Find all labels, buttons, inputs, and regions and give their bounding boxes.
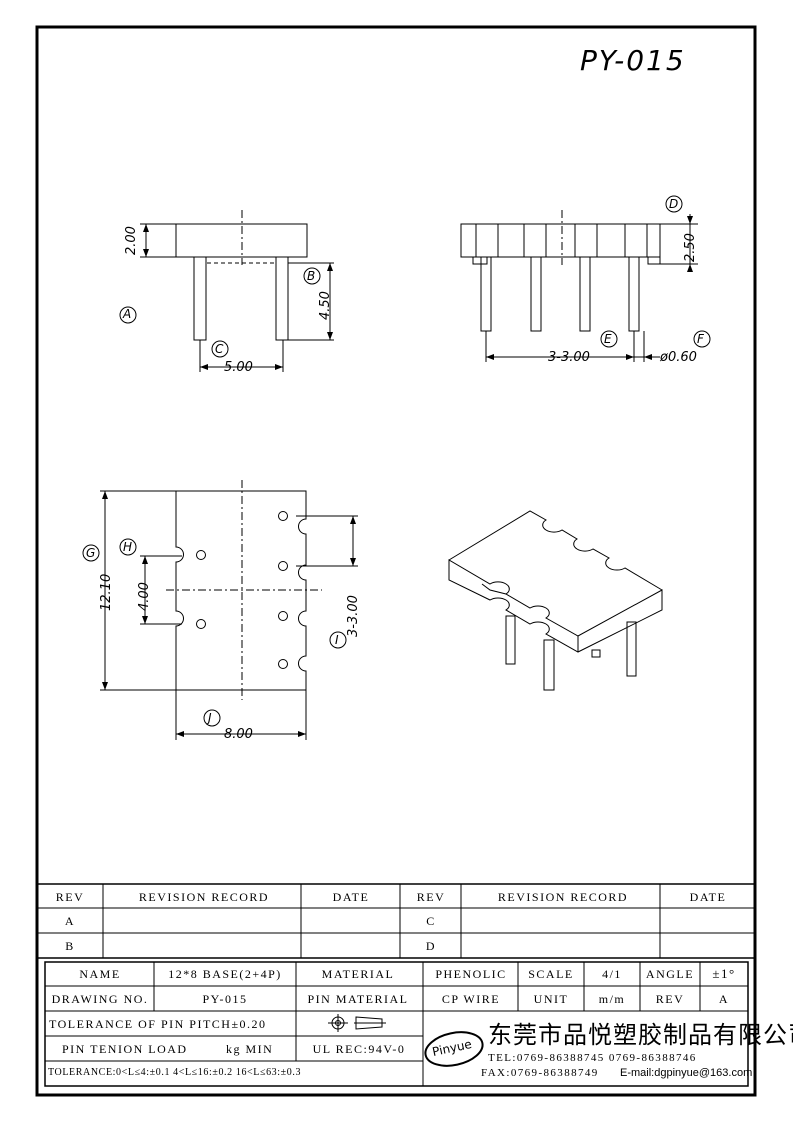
callout-j: J: [208, 711, 212, 725]
rev-label: REV: [655, 992, 685, 1006]
dim-f-value: ø0.60: [660, 350, 697, 365]
front-view-left: [119, 210, 334, 372]
dim-g-value: 12.10: [99, 573, 114, 611]
scale-label: SCALE: [528, 967, 574, 981]
unit-value: m/m: [598, 992, 626, 1006]
dim-d-value: 2.50: [683, 233, 698, 262]
dim-j-value: 8.00: [224, 727, 253, 742]
isometric-view: [448, 510, 663, 691]
revision-record-header-left: REVISION RECORD: [138, 890, 270, 904]
dim-e-value: 3-3.00: [548, 350, 590, 365]
dim-h-value: 4.00: [137, 582, 152, 611]
revision-record-header-right: REVISION RECORD: [497, 890, 629, 904]
callout-b: B: [307, 269, 316, 283]
page-border: [35, 25, 757, 1097]
rev-value: A: [718, 992, 730, 1006]
company-fax: FAX:0769-86388749: [481, 1067, 599, 1079]
material-label: MATERIAL: [321, 967, 395, 981]
callout-e: E: [604, 332, 612, 346]
callout-f: F: [697, 332, 704, 346]
ul-rec: UL REC:94V-0: [312, 1042, 406, 1056]
date-header-left: DATE: [332, 890, 370, 904]
tolerance-pin-pitch: TOLERANCE OF PIN PITCH±0.20: [49, 1017, 267, 1031]
rev-row-b: B: [65, 939, 75, 953]
rev-row-c: C: [426, 914, 436, 928]
angle-label: ANGLE: [645, 967, 695, 981]
unit-label: UNIT: [533, 992, 569, 1006]
dim-b-value: 4.50: [318, 291, 333, 320]
drawing-title: PY-015: [580, 44, 686, 77]
rev-header-left: REV: [55, 890, 85, 904]
company-tel: TEL:0769-86388745 0769-86388746: [488, 1052, 697, 1064]
pin-material-label: PIN MATERIAL: [307, 992, 409, 1006]
title-block-grid: [44, 961, 749, 1087]
callout-a: A: [123, 307, 132, 321]
angle-value: ±1°: [712, 966, 736, 981]
name-value: 12*8 BASE(2+4P): [168, 967, 282, 981]
callout-g: G: [86, 546, 96, 560]
dim-a-value: 2.00: [124, 226, 139, 255]
dim-c-value: 5.00: [224, 360, 253, 375]
pin-tension-load-unit: kg MIN: [226, 1042, 274, 1056]
side-view-right: [460, 195, 711, 362]
callout-c: C: [215, 342, 224, 356]
rev-row-a: A: [64, 914, 76, 928]
revision-table-grid: [37, 883, 755, 959]
callout-d: D: [669, 197, 679, 211]
tolerance-general: TOLERANCE:0<L≤4:±0.1 4<L≤16:±0.2 16<L≤63…: [48, 1067, 302, 1078]
pin-tension-load: PIN TENION LOAD: [62, 1042, 188, 1056]
callout-h: H: [123, 540, 133, 554]
rev-header-right: REV: [416, 890, 446, 904]
dimension-arrows: [102, 216, 693, 737]
drawing-no-label: DRAWING NO.: [51, 992, 149, 1006]
date-header-right: DATE: [689, 890, 727, 904]
company-name: 东莞市品悦塑胶制品有限公司: [488, 1021, 793, 1049]
scale-value: 4/1: [602, 967, 622, 981]
material-value: PHENOLIC: [435, 967, 507, 981]
drawing-no-value: PY-015: [202, 992, 248, 1006]
company-email: E-mail:dgpinyue@163.com: [620, 1067, 753, 1079]
pin-material-value: CP WIRE: [441, 992, 501, 1006]
rev-row-d: D: [425, 939, 437, 953]
name-label: NAME: [79, 967, 121, 981]
bottom-view: [82, 480, 358, 740]
dim-i-value: 3-3.00: [346, 595, 361, 637]
callout-i: I: [335, 633, 339, 647]
